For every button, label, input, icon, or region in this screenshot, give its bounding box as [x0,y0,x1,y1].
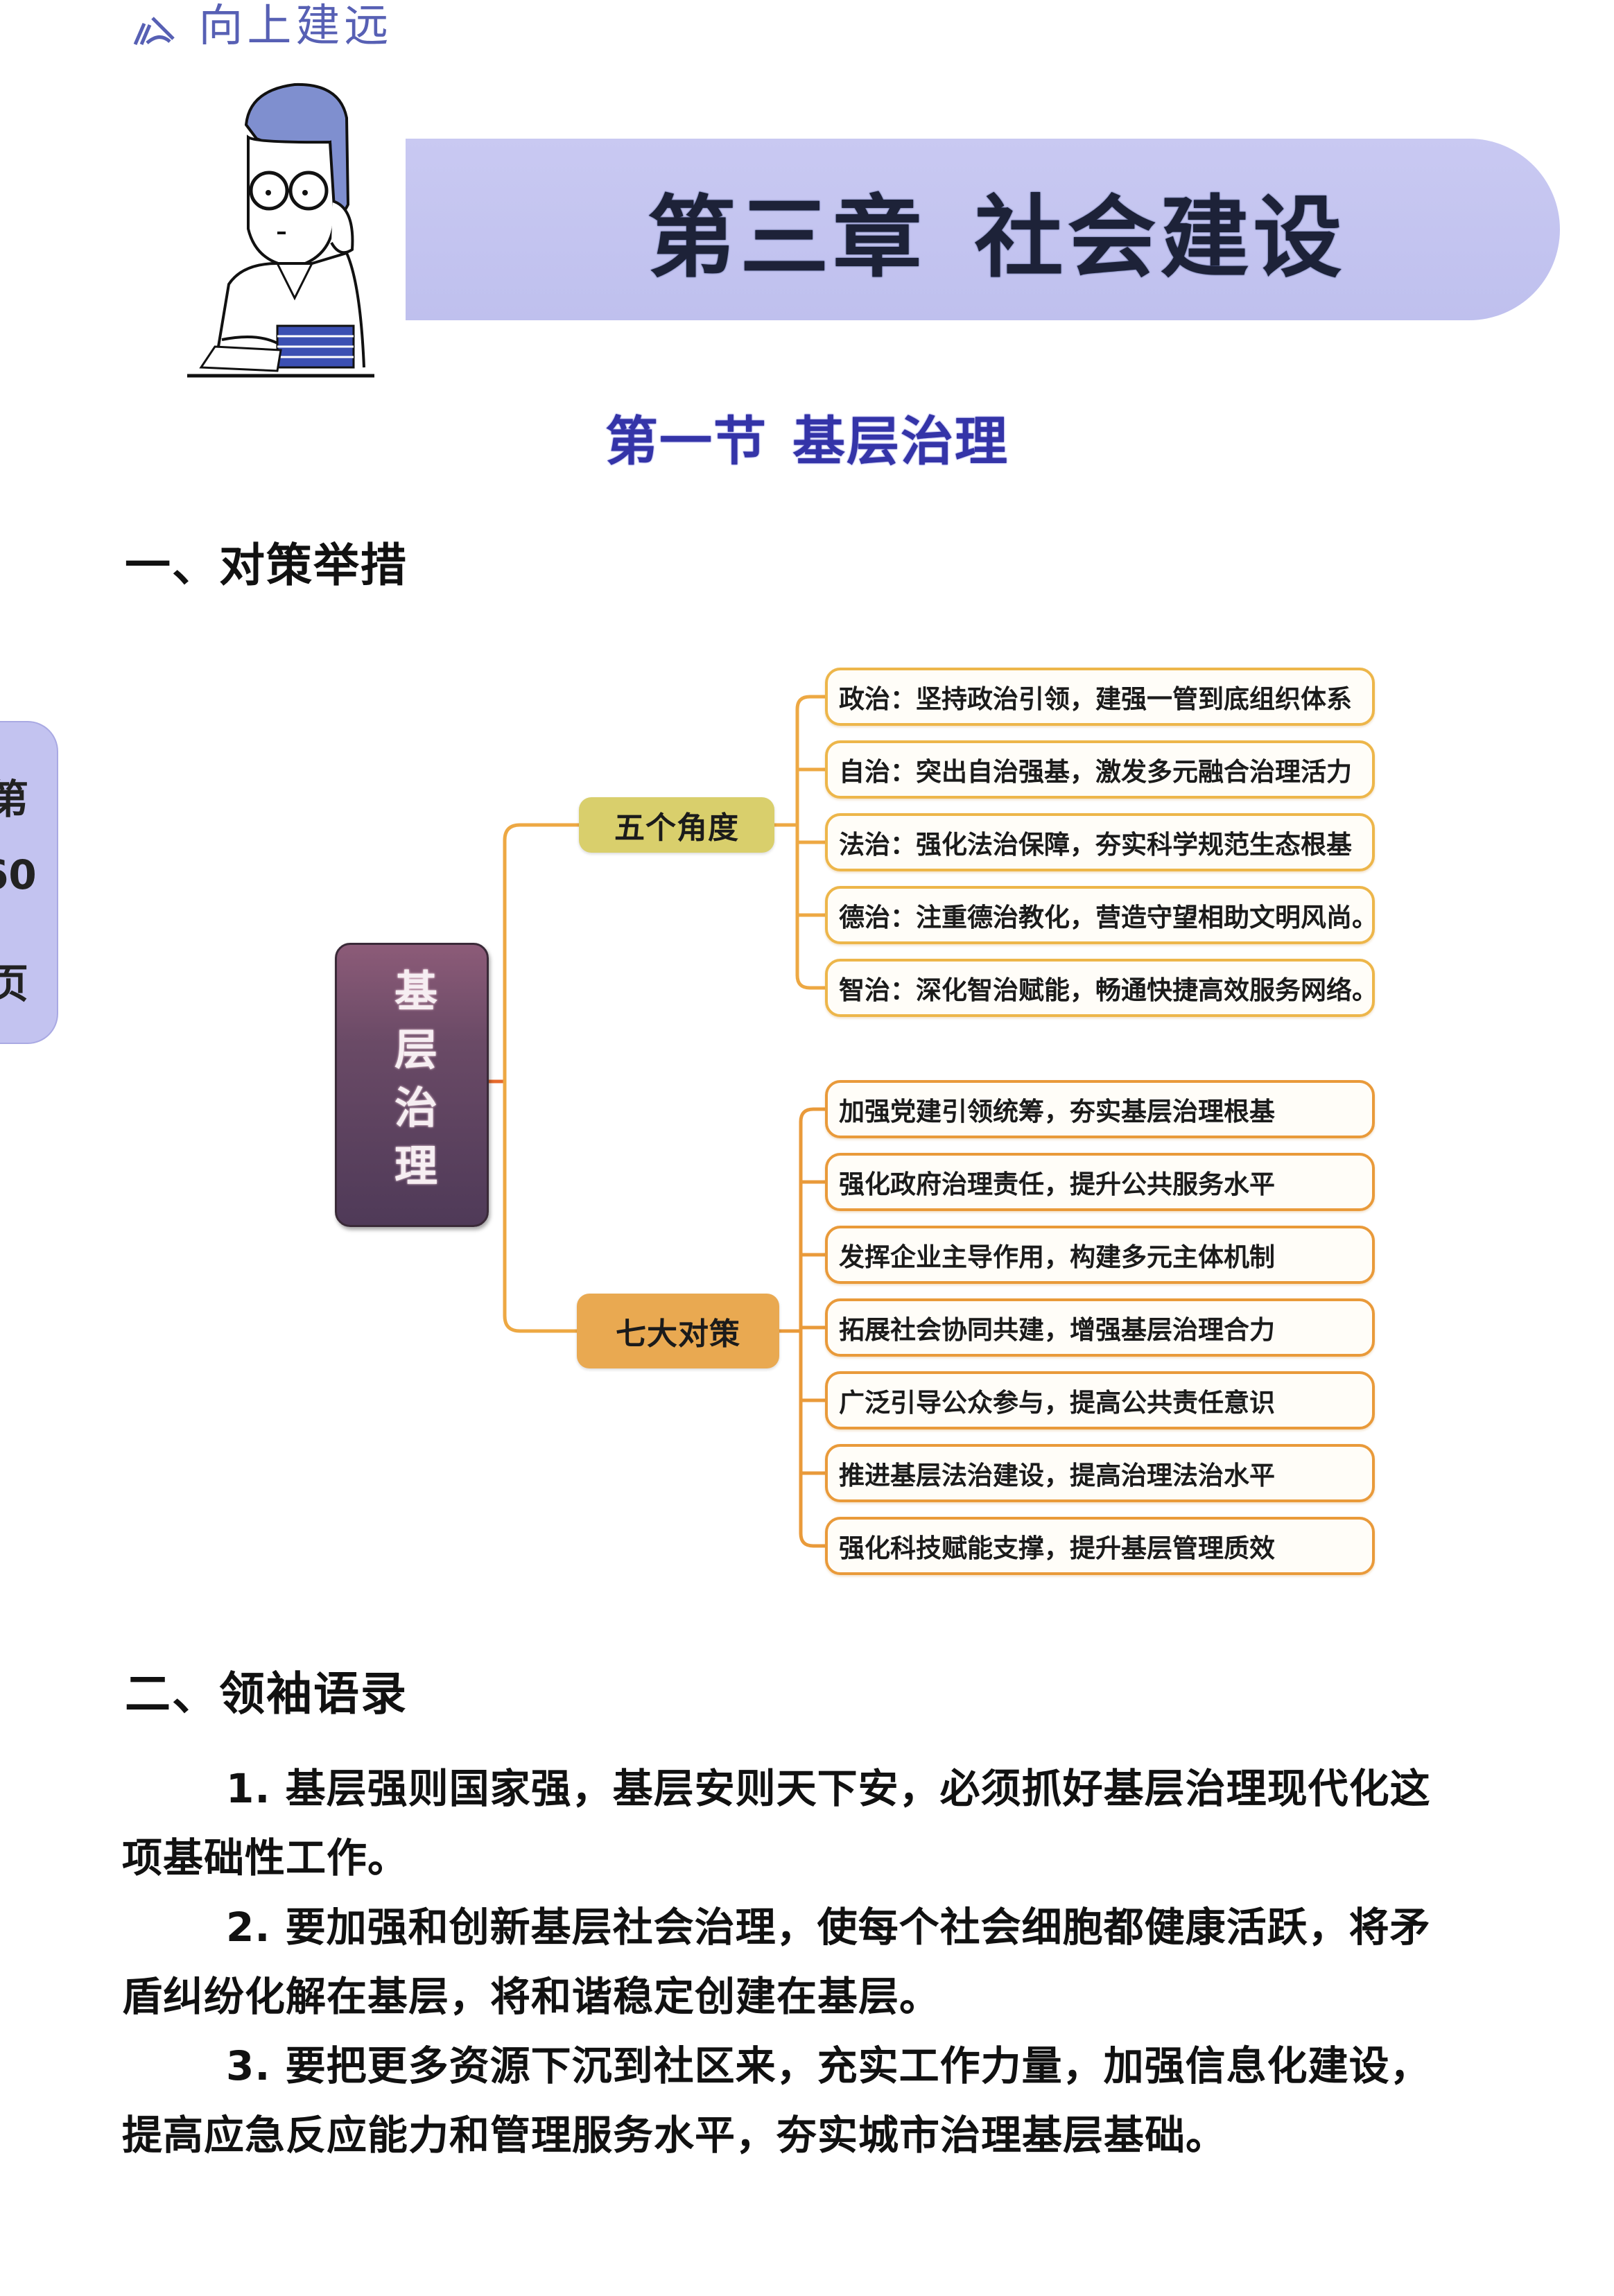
quote-paragraph: 3. 要把更多资源下沉到社区来，充实工作力量，加强信息化建设， 提高应急反应能力… [122,2031,1557,2170]
side-tab-page-number: 60 [0,851,36,898]
section-title: 第一节基层治理 [0,399,1614,475]
chapter-number: 第三章 [647,186,926,290]
section-number: 第一节 [605,410,767,472]
leaf-connector [795,695,825,710]
leaf-item: 法治：强化法治保障，夯实科学规范生态根基 [825,813,1375,871]
leaf-item: 政治：坚持政治引领，建强一管到底组织体系 [825,668,1375,726]
side-tab-text: 第 [0,776,28,823]
leaf-item: 广泛引导公众参与，提高公共责任意识 [825,1371,1375,1429]
student-illustration-icon [187,82,374,378]
leaf-item: 德治：注重德治教化，营造守望相助文明风尚。 [825,886,1375,944]
leaf-item: 发挥企业主导作用，构建多元主体机制 [825,1226,1375,1284]
section-name: 基层治理 [792,410,1009,472]
heading-countermeasures: 一、对策举措 [125,539,408,592]
leaf-connector [799,1533,825,1548]
branch-five-perspectives: 五个角度 [579,797,774,853]
leaf-item: 强化政府治理责任，提升公共服务水平 [825,1153,1375,1211]
heading-leader-quotes: 二、领袖语录 [125,1667,408,1721]
quote-text: 3. 要把更多资源下沉到社区来，充实工作力量，加强信息化建设， [226,2042,1431,2089]
quote-text: 项基础性工作。 [122,1834,409,1881]
leaf-connector [799,1107,825,1122]
quote-text: 1. 基层强则国家强，基层安则天下安，必须抓好基层治理现代化这 [226,1765,1431,1812]
leaf-item: 智治：深化智治赋能，畅通快捷高效服务网络。 [825,959,1375,1017]
quote-paragraph: 2. 要加强和创新基层社会治理，使每个社会细胞都健康活跃，将矛 盾纠纷化解在基层… [122,1893,1557,2031]
branch-seven-measures: 七大对策 [577,1294,779,1368]
mindmap-root-node: 基层治理 [335,943,489,1227]
chapter-name: 社会建设 [974,186,1346,290]
publisher-logo: 向上建远 [132,0,392,54]
leaf-connector [795,975,825,990]
page-side-tab[interactable]: 第 60 页 [0,721,58,1044]
chapter-banner [406,139,1560,320]
quote-text: 盾纠纷化解在基层，将和谐稳定创建在基层。 [122,1973,941,2020]
trunk-connector [503,823,579,1333]
side-tab-text: 页 [0,960,28,1007]
quote-paragraph: 1. 基层强则国家强，基层安则天下安，必须抓好基层治理现代化这 项基础性工作。 [122,1754,1557,1893]
leaf-item: 推进基层法治建设，提高治理法治水平 [825,1444,1375,1502]
leaf-item: 强化科技赋能支撑，提升基层管理质效 [825,1517,1375,1575]
quote-text: 2. 要加强和创新基层社会治理，使每个社会细胞都健康活跃，将矛 [226,1904,1431,1951]
leaf-item: 拓展社会协同共建，增强基层治理合力 [825,1298,1375,1357]
leaf-item: 自治：突出自治强基，激发多元融合治理活力 [825,740,1375,799]
quote-text: 提高应急反应能力和管理服务水平，夯实城市治理基层基础。 [122,2112,1227,2159]
logo-text: 向上建远 [198,1,393,52]
chapter-title: 第三章 社会建设 [406,139,1560,320]
root-label: 基层治理 [387,968,437,1201]
leaf-item: 加强党建引领统筹，夯实基层治理根基 [825,1080,1375,1138]
logo-mark-icon [133,17,175,46]
